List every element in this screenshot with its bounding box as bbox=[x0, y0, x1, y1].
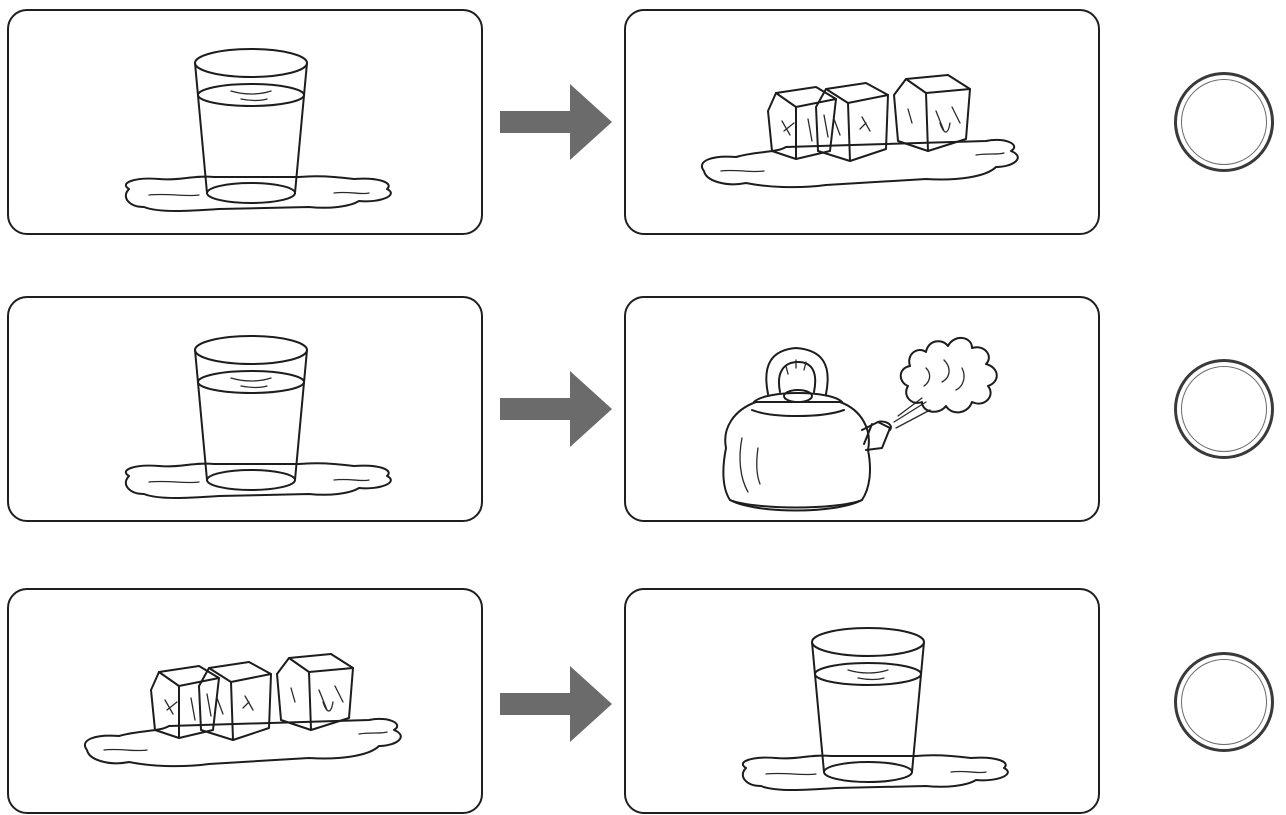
steaming-kettle-icon bbox=[722, 337, 998, 512]
right-arrow-icon bbox=[500, 666, 612, 742]
glass-of-water-icon bbox=[124, 48, 392, 212]
answer-circle-row-2[interactable] bbox=[1174, 359, 1274, 459]
after-card-row-3 bbox=[624, 588, 1100, 814]
right-arrow-icon bbox=[500, 84, 612, 160]
ice-cubes-icon bbox=[700, 74, 1019, 189]
glass-of-water-icon bbox=[741, 627, 1009, 791]
after-card-row-1 bbox=[624, 9, 1100, 235]
ice-cubes-icon bbox=[83, 653, 402, 768]
after-card-row-2 bbox=[624, 296, 1100, 522]
before-card-row-3 bbox=[7, 588, 483, 814]
right-arrow-icon bbox=[500, 371, 612, 447]
answer-circle-row-1[interactable] bbox=[1174, 72, 1274, 172]
glass-of-water-icon bbox=[124, 335, 392, 499]
before-card-row-1 bbox=[7, 9, 483, 235]
answer-circle-row-3[interactable] bbox=[1174, 652, 1274, 752]
before-card-row-2 bbox=[7, 296, 483, 522]
